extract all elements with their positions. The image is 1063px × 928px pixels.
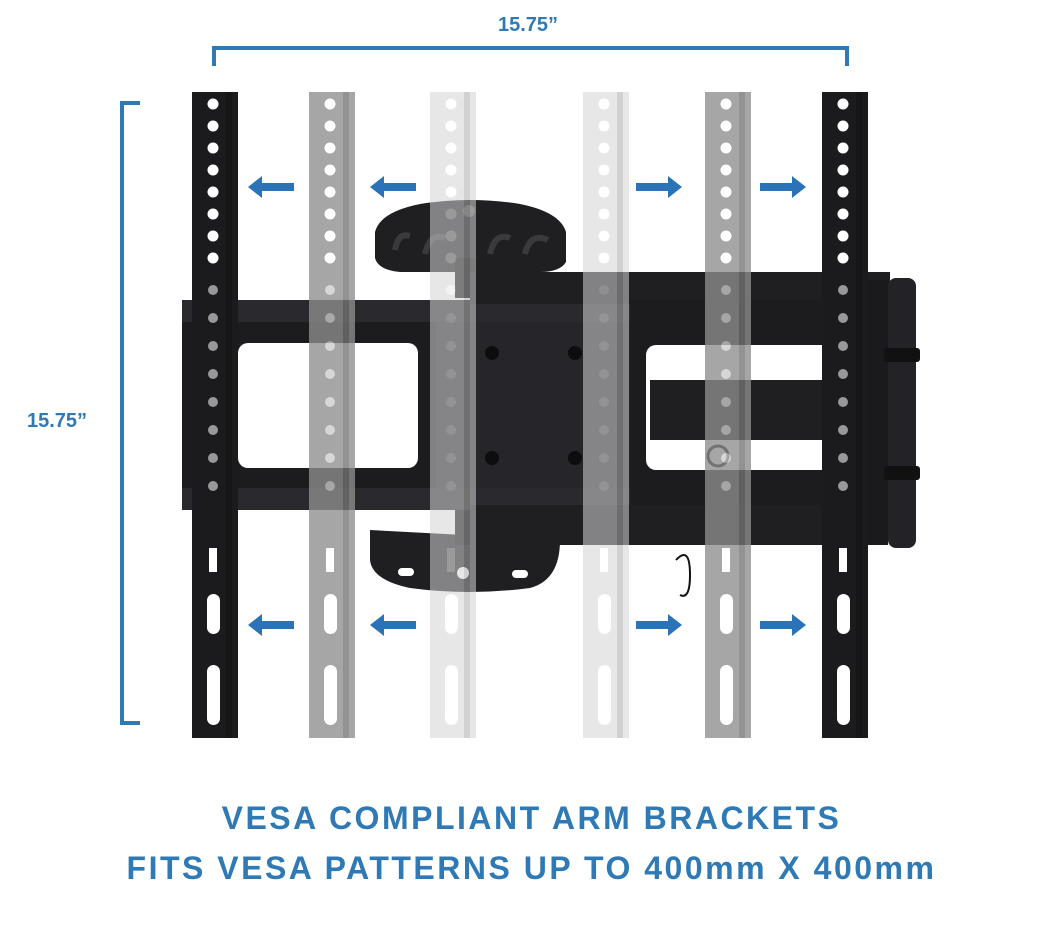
arrow-left-icon bbox=[248, 176, 294, 198]
arrow-right-icon bbox=[760, 614, 806, 636]
bracket-left-inner bbox=[430, 92, 476, 738]
width-dimension-line bbox=[212, 46, 849, 66]
caption-subtitle: FITS VESA PATTERNS UP TO 400mm X 400mm bbox=[126, 850, 937, 886]
bracket-right-outer bbox=[822, 92, 868, 738]
arrow-right-icon bbox=[636, 176, 682, 198]
bracket-right-inner bbox=[583, 92, 629, 738]
arrow-left-icon bbox=[248, 614, 294, 636]
vertical-brackets bbox=[192, 92, 868, 738]
height-dimension-line bbox=[120, 101, 140, 725]
adjustment-arrows bbox=[248, 176, 806, 636]
arrow-right-icon bbox=[760, 176, 806, 198]
arrow-left-icon bbox=[370, 176, 416, 198]
bracket-left-mid bbox=[309, 92, 355, 738]
caption-title: VESA COMPLIANT ARM BRACKETS bbox=[221, 800, 842, 836]
width-dimension-label: 15.75” bbox=[498, 14, 559, 36]
bracket-left-outer bbox=[192, 92, 238, 738]
height-dimension-label: 15.75” bbox=[27, 410, 88, 432]
bracket-right-mid bbox=[705, 92, 751, 738]
arrow-left-icon bbox=[370, 614, 416, 636]
arrow-right-icon bbox=[636, 614, 682, 636]
